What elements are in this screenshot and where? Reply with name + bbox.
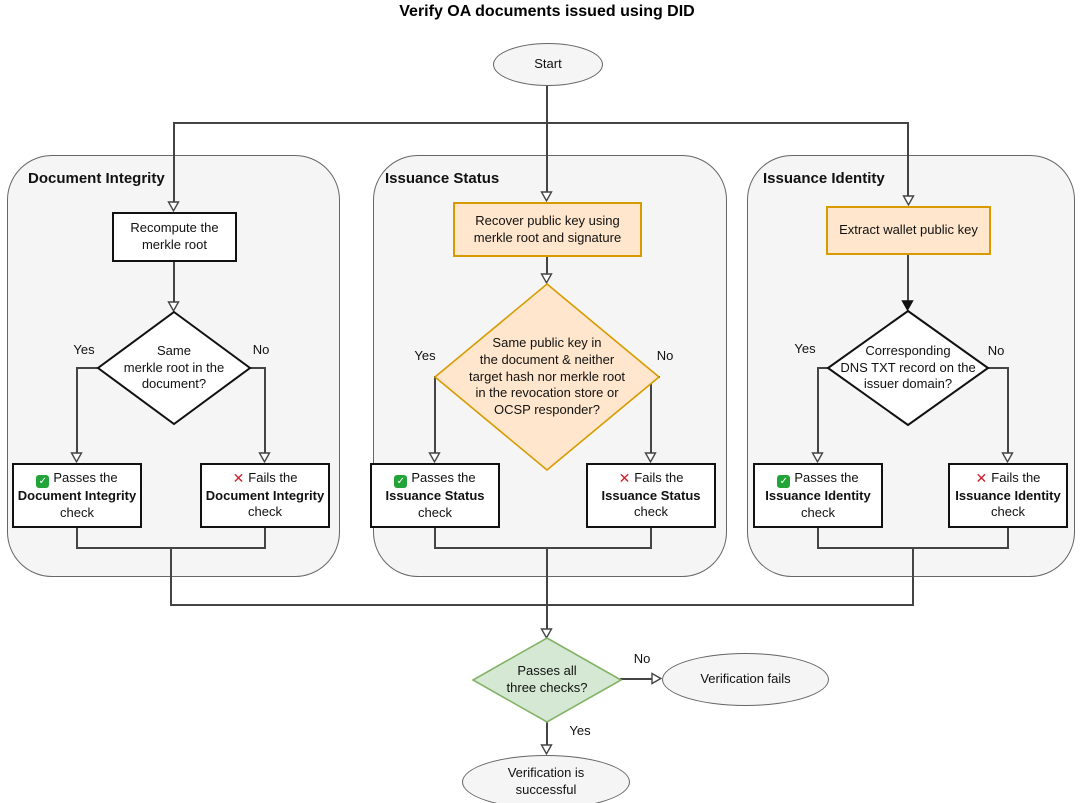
- section-heading-document-integrity: Document Integrity: [28, 170, 165, 187]
- outcome-text: Fails the: [248, 469, 298, 485]
- connector-line: [249, 367, 266, 369]
- decision-dns-txt-record: [826, 309, 990, 427]
- arrowhead-down-icon: [901, 300, 914, 312]
- arrowhead-down-icon: [1001, 452, 1014, 464]
- outcome-text: Passes the: [411, 469, 476, 485]
- arrowhead-right-icon: [651, 672, 663, 685]
- connector-line: [546, 547, 548, 631]
- arrowhead-down-icon: [540, 191, 553, 203]
- check-icon: ✓: [777, 474, 791, 488]
- connector-line: [907, 255, 909, 302]
- outcome-pass-issuance-status: ✓Passes the Issuance Status check: [370, 463, 500, 528]
- arrowhead-down-icon: [902, 195, 915, 207]
- connector-line: [76, 367, 78, 453]
- outcome-section-name: Issuance Status: [601, 487, 701, 503]
- outcome-check-word: check: [248, 504, 282, 520]
- connector-line: [1007, 367, 1009, 453]
- connector-line: [264, 367, 266, 453]
- connector-line: [987, 367, 1009, 369]
- connector-line: [173, 122, 909, 124]
- arrowhead-down-icon: [428, 452, 441, 464]
- decision-same-merkle-root: [96, 310, 252, 426]
- arrowhead-down-icon: [540, 744, 553, 756]
- process-extract-wallet-public-key: Extract wallet public key: [826, 206, 991, 255]
- end-verification-successful: Verification is successful: [462, 755, 630, 803]
- connector-line: [650, 528, 652, 549]
- branch-label-no: No: [656, 348, 674, 363]
- section-heading-issuance-identity: Issuance Identity: [763, 170, 885, 187]
- arrowhead-down-icon: [811, 452, 824, 464]
- branch-label-no: No: [633, 651, 651, 666]
- connector-line: [817, 528, 819, 549]
- outcome-section-name: Issuance Identity: [765, 487, 871, 503]
- outcome-check-word: check: [801, 504, 835, 520]
- connector-line: [912, 547, 914, 606]
- connector-line: [434, 528, 436, 549]
- outcome-section-name: Issuance Identity: [955, 487, 1061, 503]
- branch-label-no: No: [252, 342, 270, 357]
- connector-line: [1007, 528, 1009, 549]
- branch-label-yes: Yes: [569, 723, 591, 738]
- connector-line: [264, 528, 266, 549]
- connector-line: [434, 547, 652, 549]
- outcome-fail-issuance-identity: ✕Fails the Issuance Identity check: [948, 463, 1068, 528]
- outcome-text: Passes the: [794, 469, 859, 485]
- arrowhead-down-icon: [167, 201, 180, 213]
- x-icon: ✕: [232, 469, 245, 486]
- branch-label-no: No: [987, 343, 1005, 358]
- outcome-pass-document-integrity: ✓Passes the Document Integrity check: [12, 463, 142, 528]
- connector-line: [77, 367, 99, 369]
- x-icon: ✕: [975, 469, 988, 486]
- connector-line: [170, 547, 172, 606]
- connector-line: [546, 86, 548, 192]
- end-verification-fails: Verification fails: [662, 653, 829, 706]
- connector-line: [434, 376, 436, 453]
- outcome-section-name: Document Integrity: [17, 487, 137, 503]
- arrowhead-down-icon: [540, 628, 553, 640]
- outcome-check-word: check: [634, 504, 668, 520]
- connector-line: [170, 604, 914, 606]
- outcome-check-word: check: [418, 504, 452, 520]
- outcome-fail-issuance-status: ✕Fails the Issuance Status check: [586, 463, 716, 528]
- arrowhead-down-icon: [70, 452, 83, 464]
- connector-line: [650, 376, 652, 453]
- arrowhead-down-icon: [644, 452, 657, 464]
- connector-line: [907, 122, 909, 196]
- connector-line: [818, 367, 830, 369]
- branch-label-yes: Yes: [414, 348, 436, 363]
- start-node: Start: [493, 43, 603, 86]
- connector-line: [76, 528, 78, 549]
- decision-passes-all-checks: [471, 637, 623, 723]
- connector-line: [817, 367, 819, 453]
- connector-line: [620, 678, 653, 680]
- outcome-section-name: Issuance Status: [385, 487, 485, 503]
- process-recompute-merkle-root: Recompute the merkle root: [112, 212, 237, 262]
- outcome-pass-issuance-identity: ✓Passes the Issuance Identity check: [753, 463, 883, 528]
- outcome-check-word: check: [60, 504, 94, 520]
- arrowhead-down-icon: [167, 301, 180, 313]
- check-icon: ✓: [394, 474, 408, 488]
- outcome-text: Fails the: [634, 469, 684, 485]
- connector-line: [173, 262, 175, 302]
- connector-line: [546, 257, 548, 275]
- outcome-text: Fails the: [991, 469, 1041, 485]
- outcome-fail-document-integrity: ✕Fails the Document Integrity check: [200, 463, 330, 528]
- connector-line: [546, 721, 548, 746]
- connector-line: [173, 122, 175, 202]
- arrowhead-down-icon: [540, 273, 553, 285]
- outcome-check-word: check: [991, 504, 1025, 520]
- section-heading-issuance-status: Issuance Status: [385, 170, 500, 187]
- branch-label-yes: Yes: [73, 342, 95, 357]
- outcome-text: Passes the: [53, 469, 118, 485]
- check-icon: ✓: [36, 474, 50, 488]
- diagram-title: Verify OA documents issued using DID: [399, 3, 695, 20]
- outcome-section-name: Document Integrity: [205, 487, 325, 503]
- x-icon: ✕: [618, 469, 631, 486]
- arrowhead-down-icon: [258, 452, 271, 464]
- branch-label-yes: Yes: [794, 341, 816, 356]
- decision-same-public-key: [433, 282, 661, 472]
- process-recover-public-key: Recover public key using merkle root and…: [453, 202, 642, 257]
